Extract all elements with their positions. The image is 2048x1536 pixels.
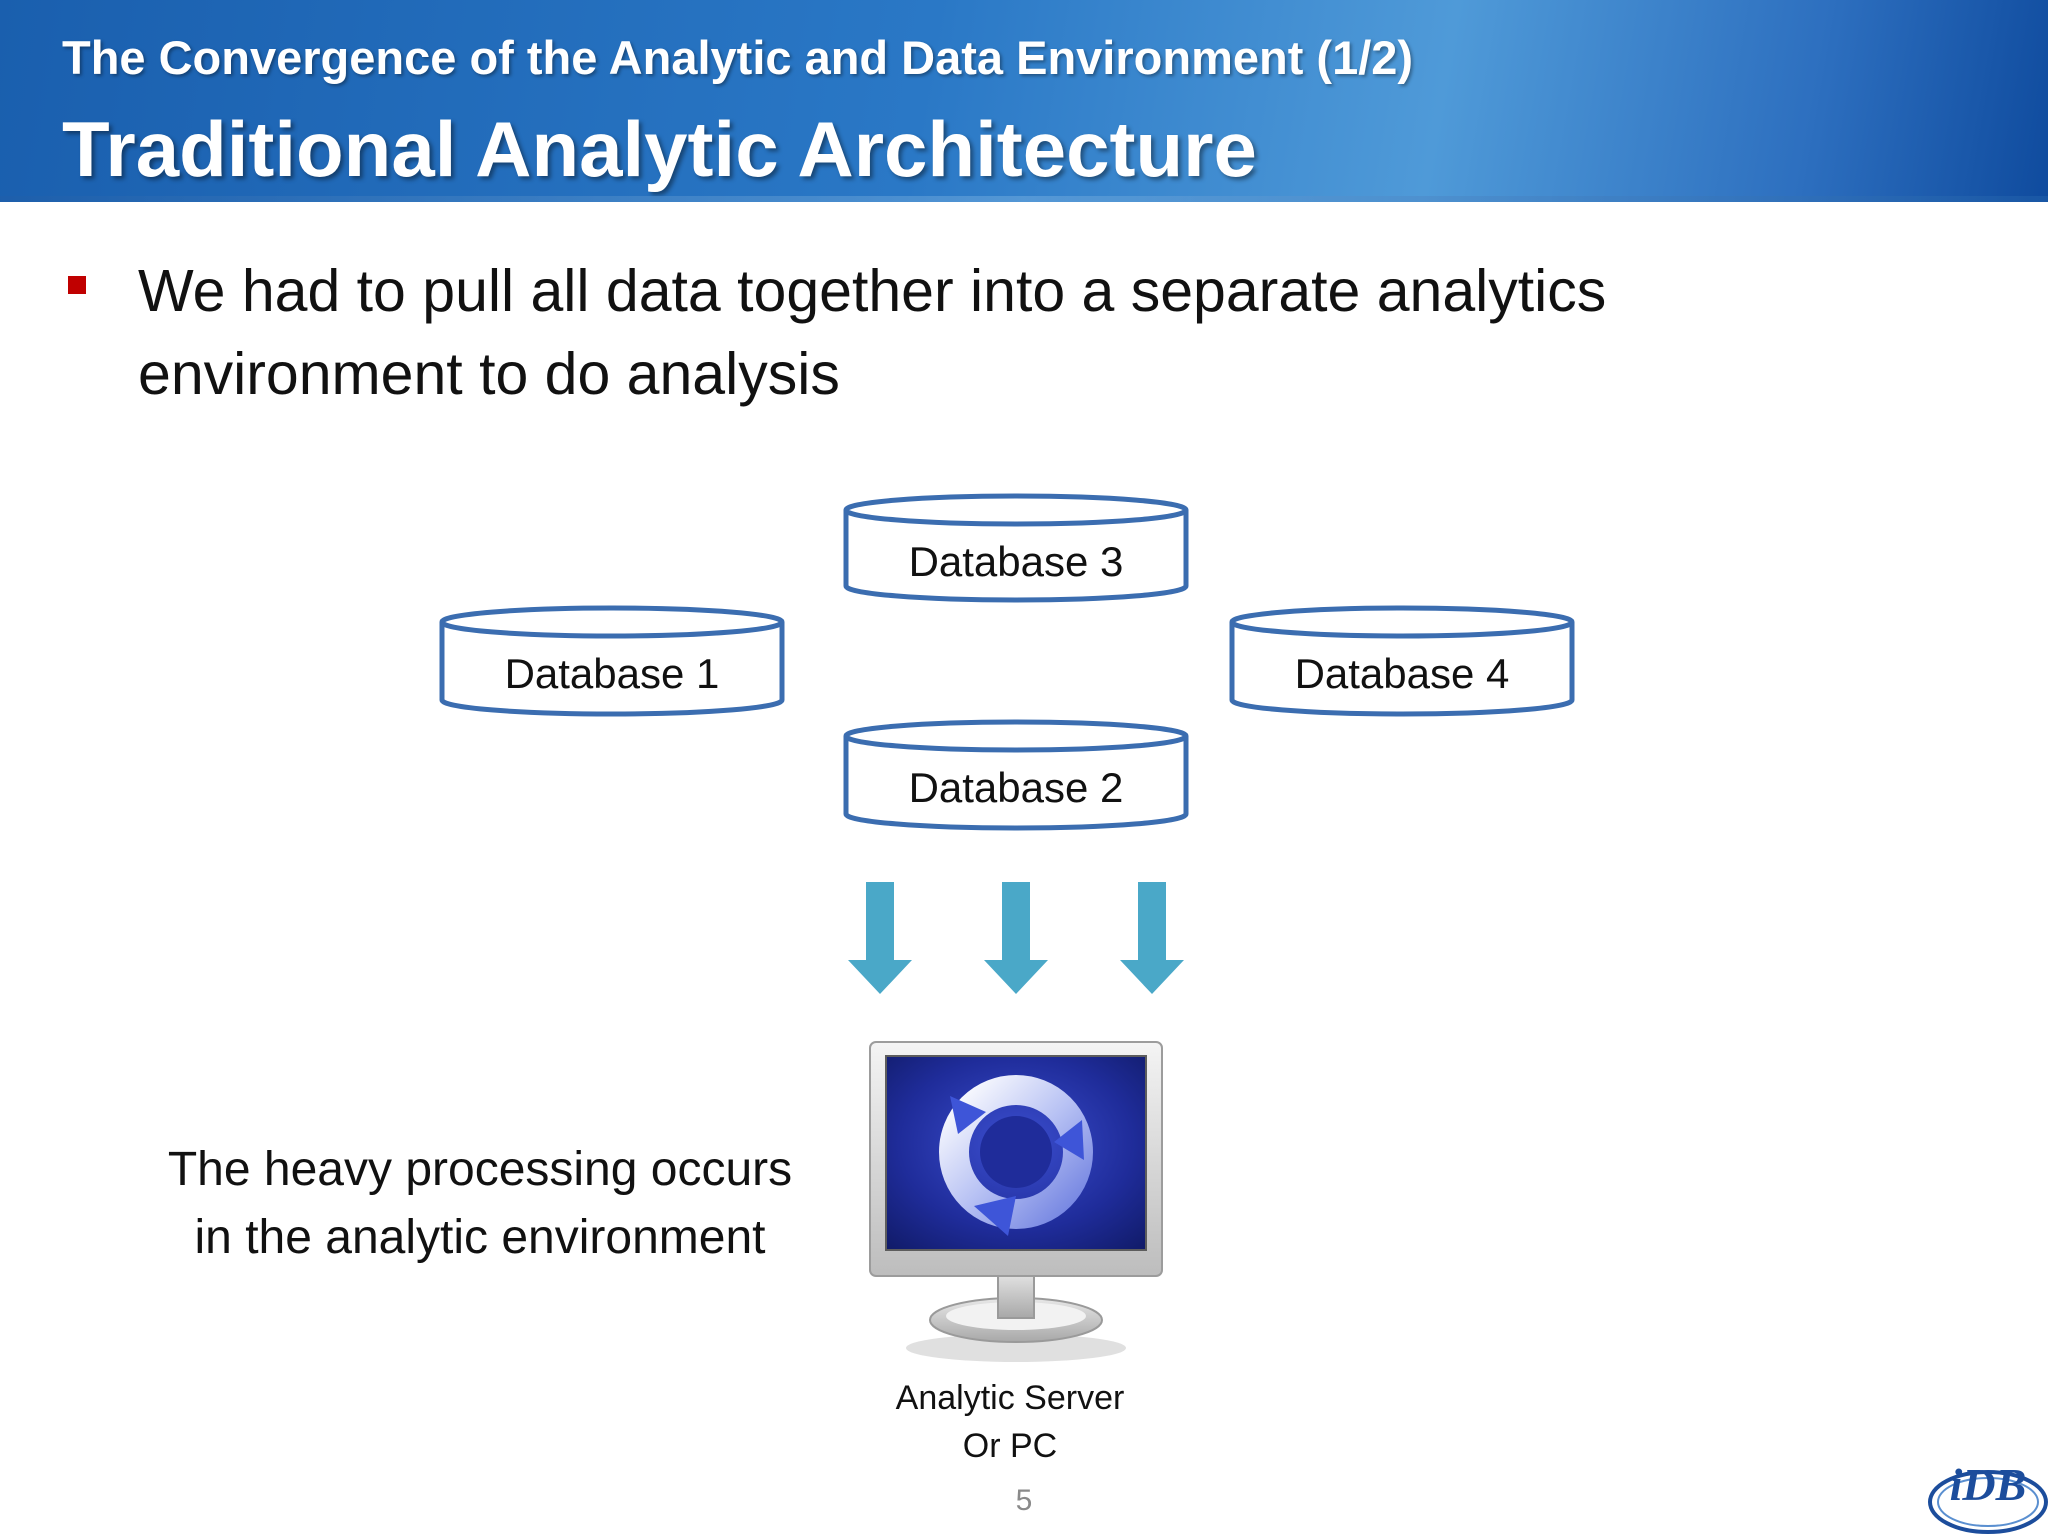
side-note: The heavy processing occurs in the analy… <box>130 1136 830 1272</box>
database-1-cylinder: Database 1 <box>439 605 785 717</box>
down-arrow-icon <box>1120 882 1184 994</box>
bullet-text: We had to pull all data together into a … <box>138 258 1607 407</box>
slide-header: The Convergence of the Analytic and Data… <box>0 0 2048 202</box>
database-4-label: Database 4 <box>1295 650 1510 697</box>
server-label-line-2: Or PC <box>962 1427 1058 1465</box>
server-label: Analytic Server Or PC <box>860 1374 1160 1470</box>
database-4-cylinder: Database 4 <box>1229 605 1575 717</box>
side-note-line-1: The heavy processing occurs <box>167 1143 793 1196</box>
server-label-line-1: Analytic Server <box>895 1379 1125 1417</box>
database-1-label: Database 1 <box>505 650 720 697</box>
page-number: 5 <box>1015 1484 1033 1517</box>
slide-title: Traditional Analytic Architecture <box>62 105 1257 193</box>
database-3-cylinder: Database 3 <box>843 493 1189 603</box>
side-note-line-2: in the analytic environment <box>194 1211 766 1264</box>
header-subtitle: The Convergence of the Analytic and Data… <box>62 31 1414 84</box>
analytic-server-monitor-icon <box>869 1041 1163 1362</box>
down-arrow-icon <box>984 882 1048 994</box>
database-3-label: Database 3 <box>909 538 1124 585</box>
logo-text: iDB <box>1950 1459 2027 1510</box>
down-arrow-icon <box>848 882 912 994</box>
database-2-cylinder: Database 2 <box>843 719 1189 831</box>
idb-logo-icon: iDB <box>1928 1459 2048 1534</box>
bullet-marker <box>68 276 86 294</box>
database-2-label: Database 2 <box>909 764 1124 811</box>
